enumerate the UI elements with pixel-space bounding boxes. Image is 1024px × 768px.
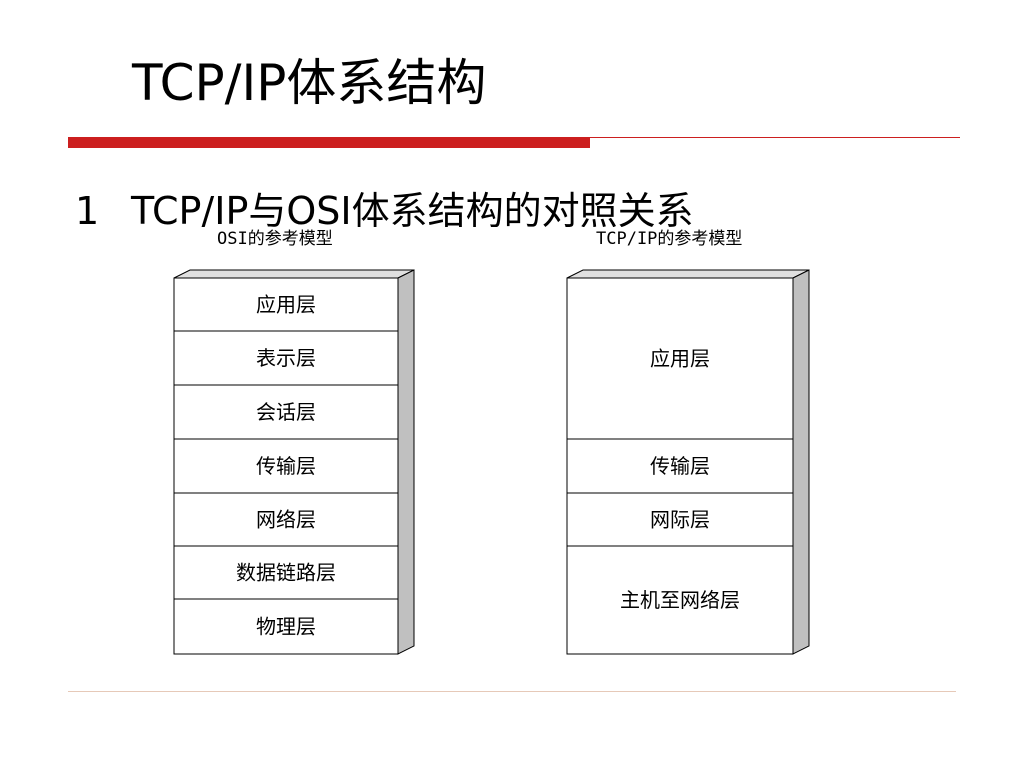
tcpip-layer-box [566,277,794,440]
osi-layer-label: 传输层 [256,454,316,478]
osi-layer-label: 应用层 [256,293,316,317]
tcpip-model-caption: TCP/IP的参考模型 [596,229,742,249]
osi-layer-label: 数据链路层 [236,561,336,585]
osi-tcpip-comparison-diagram: OSI的参考模型 TCP/IP的参考模型 应用层表示层会话层传输层网络层数据链路… [173,229,810,655]
osi-layer-label: 表示层 [256,346,316,370]
osi-layer-label: 会话层 [256,400,316,424]
bullet-item: 1 TCP/IP与OSI体系结构的对照关系 [75,190,694,227]
bullet-number: 1 [75,190,100,227]
osi-layer-box [173,545,399,600]
slide-title: TCP/IP体系结构 [132,54,487,112]
osi-layer-box [173,277,399,332]
tcpip-layer-label: 应用层 [650,347,710,371]
osi-model-caption: OSI的参考模型 [217,229,333,249]
tcpip-stack-side-face [792,269,810,655]
osi-layer-label: 网络层 [256,508,316,532]
tcpip-layer-label: 传输层 [650,454,710,478]
title-accent-bar [68,137,590,148]
tcpip-layer-label: 网际层 [650,508,710,532]
osi-layer-box [173,598,399,655]
footer-divider-line [68,691,956,692]
title-divider-line [590,137,960,138]
osi-layer-label: 物理层 [256,615,316,639]
osi-layer-box [173,384,399,440]
osi-stack-top-face [173,269,415,279]
osi-stack-side-face [397,269,415,655]
osi-layer-box [173,438,399,494]
osi-layer-box [173,492,399,547]
tcpip-layer-label: 主机至网络层 [620,588,740,612]
tcpip-layer-box [566,545,794,655]
osi-layer-box [173,330,399,386]
tcpip-stack-top-face [566,269,810,279]
tcpip-layer-box [566,492,794,547]
bullet-text: TCP/IP与OSI体系结构的对照关系 [131,190,694,227]
